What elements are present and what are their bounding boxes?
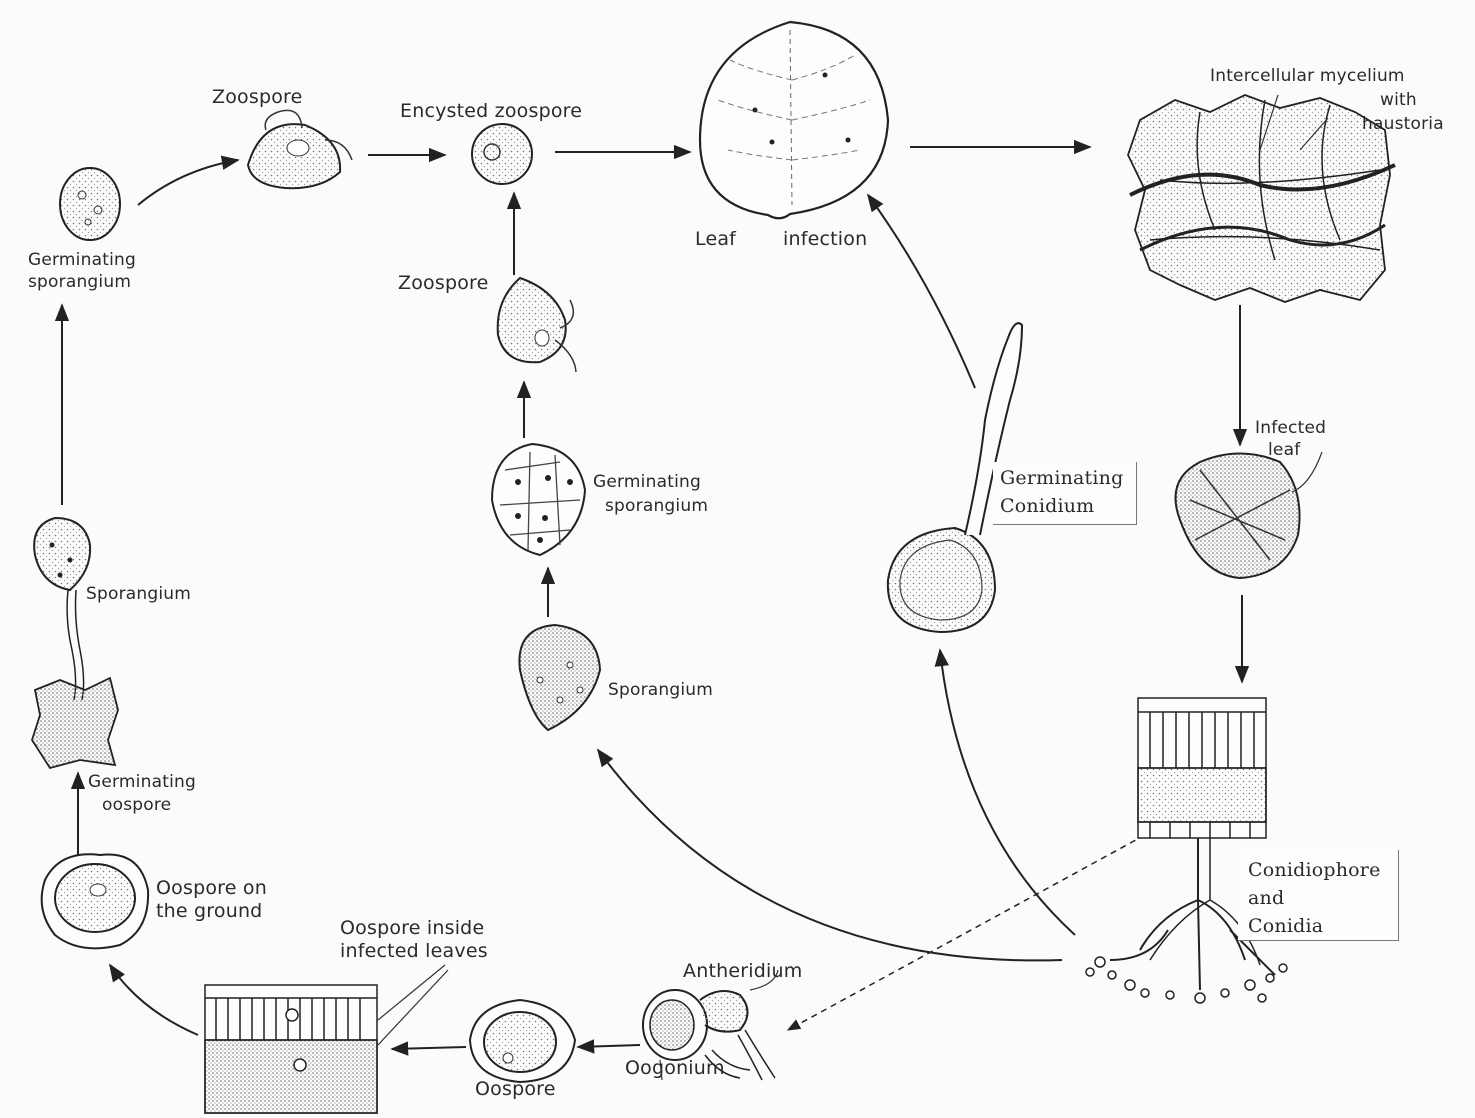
arrow-oospore-to-leaf-section — [392, 1047, 466, 1049]
germinating-sporangium-left-drawing — [60, 168, 120, 240]
label-germinating-oospore-1: Germinating — [88, 772, 196, 792]
label-oospore-inside-2: infected leaves — [340, 940, 488, 962]
oospore-drawing — [470, 1000, 575, 1082]
label-germinating-conidium-1: Germinating — [1000, 464, 1123, 492]
zoospore-mid-drawing — [498, 278, 576, 372]
infected-leaf-drawing — [1176, 454, 1300, 579]
oospore-leaf-section-drawing — [205, 985, 377, 1113]
label-infected-leaf-2: leaf — [1268, 440, 1300, 460]
label-zoospore-top: Zoospore — [212, 86, 303, 108]
label-germinating-oospore-2: oospore — [102, 795, 171, 815]
label-germinating-sporangium-mid-2: sporangium — [605, 496, 708, 516]
sporangium-mid-drawing — [519, 625, 600, 730]
arrow-conidia-to-conidium — [940, 650, 1075, 935]
label-conidiophore-1: Conidiophore — [1248, 856, 1381, 884]
encysted-zoospore-drawing — [472, 124, 532, 184]
label-leaf: Leaf — [695, 228, 736, 250]
arrow-conidia-to-sporangium — [598, 750, 1062, 960]
oospore-inside-pointer — [378, 965, 448, 1045]
germinating-sporangium-mid-drawing — [492, 444, 585, 555]
label-intercellular-line2: with — [1380, 90, 1417, 110]
arrow-leaf-section-to-ground-oospore — [110, 965, 198, 1035]
label-antheridium: Antheridium — [683, 960, 802, 982]
label-encysted-zoospore: Encysted zoospore — [400, 100, 582, 122]
label-oospore-ground-1: Oospore on — [156, 877, 267, 899]
label-oospore-inside-1: Oospore inside — [340, 917, 484, 939]
label-germinating-sporangium-left-1: Germinating — [28, 250, 136, 270]
label-oospore-ground-2: the ground — [156, 900, 262, 922]
label-oospore: Oospore — [475, 1078, 556, 1100]
label-germinating-sporangium-mid-1: Germinating — [593, 472, 701, 492]
arrow-conidia-to-antheridium — [788, 835, 1145, 1030]
label-conidiophore-3: Conidia — [1248, 912, 1323, 940]
oospore-ground-drawing — [42, 854, 148, 948]
label-intercellular-line1: Intercellular mycelium — [1210, 66, 1405, 86]
label-germinating-sporangium-left-2: sporangium — [28, 272, 131, 292]
sporangium-left-drawing — [32, 518, 118, 768]
zoospore-top-drawing — [248, 110, 352, 188]
label-oogonium: Oogonium — [625, 1057, 725, 1079]
label-zoospore-mid: Zoospore — [398, 272, 489, 294]
label-germinating-conidium-2: Conidium — [1000, 492, 1094, 520]
leaf-drawing — [700, 22, 888, 218]
label-infected-leaf-1: Infected — [1255, 418, 1326, 438]
label-infection: infection — [783, 228, 867, 250]
label-conidiophore-2: and — [1248, 884, 1284, 912]
arrow-conidium-to-leaf — [868, 195, 975, 388]
arrow-germ-sporangium-to-zoospore — [138, 160, 238, 205]
label-intercellular-line3: haustoria — [1362, 114, 1444, 134]
label-sporangium-left: Sporangium — [86, 584, 191, 604]
label-sporangium-mid: Sporangium — [608, 680, 713, 700]
arrow-oogonium-to-oospore — [578, 1045, 640, 1047]
intercellular-mycelium-drawing — [1128, 95, 1395, 302]
